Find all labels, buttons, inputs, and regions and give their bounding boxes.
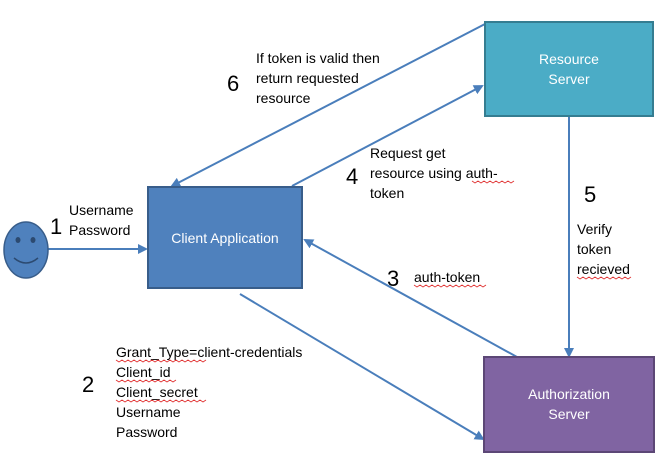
spellcheck-underline-recieved	[576, 276, 632, 280]
spellcheck-underline-client-secret	[115, 399, 207, 403]
step-6-line-3: resource	[256, 90, 311, 106]
user-face	[3, 221, 49, 279]
user-right-eye	[30, 237, 36, 243]
arrow-auth-to-client	[303, 239, 518, 358]
spellcheck-underline-auth-token-3	[413, 284, 487, 288]
arrow-resource-to-client	[170, 23, 486, 187]
step-2-line-4: Username	[116, 404, 181, 420]
step-2-line-1: Grant_Type=client-credentials	[116, 344, 302, 360]
step-1-line-1: Username	[69, 202, 134, 218]
step-1-number: 1	[50, 214, 62, 239]
step-6-number: 6	[227, 71, 239, 96]
step-5-line-3: recieved	[577, 261, 630, 277]
step-2-line-5: Password	[116, 424, 177, 440]
user-left-eye	[15, 237, 21, 243]
client-application-label: Client Application	[171, 230, 278, 246]
resource-server-node: Resource Server	[484, 21, 654, 117]
spellcheck-underline-grant-type	[115, 359, 207, 363]
resource-server-label-line2: Server	[548, 71, 590, 87]
step-6-line-1: If token is valid then	[256, 50, 380, 66]
authorization-server-node: Authorization Server	[483, 356, 655, 453]
step-2-line-2: Client_id	[116, 364, 170, 380]
client-application-node: Client Application	[147, 186, 303, 289]
user-smile	[13, 257, 39, 264]
authorization-server-label-line2: Server	[548, 406, 590, 422]
step-2-line-3: Client_secret	[116, 384, 198, 400]
step-4-line-3: token	[370, 185, 404, 201]
step-2-number: 2	[82, 372, 94, 397]
step-5-number: 5	[584, 182, 596, 207]
step-4-number: 4	[346, 164, 358, 189]
smiley-face-icon	[3, 221, 49, 279]
spellcheck-underline-auth-4	[471, 180, 515, 184]
step-6-line-2: return requested	[256, 70, 359, 86]
step-3-number: 3	[387, 266, 399, 291]
step-5-line-2: token	[577, 241, 611, 257]
step-5-line-1: Verify	[577, 221, 612, 237]
step-1-line-2: Password	[69, 222, 130, 238]
step-3-line-1: auth-token	[414, 269, 480, 285]
step-4-line-1: Request get	[370, 145, 446, 161]
spellcheck-underline-client-id	[115, 379, 177, 383]
step-4-line-2: resource using auth-	[370, 165, 498, 181]
arrow-client-to-resource	[291, 85, 484, 187]
authorization-server-label-line1: Authorization	[528, 386, 610, 402]
resource-server-label-line1: Resource	[539, 51, 599, 67]
arrow-client-to-auth	[239, 293, 485, 441]
